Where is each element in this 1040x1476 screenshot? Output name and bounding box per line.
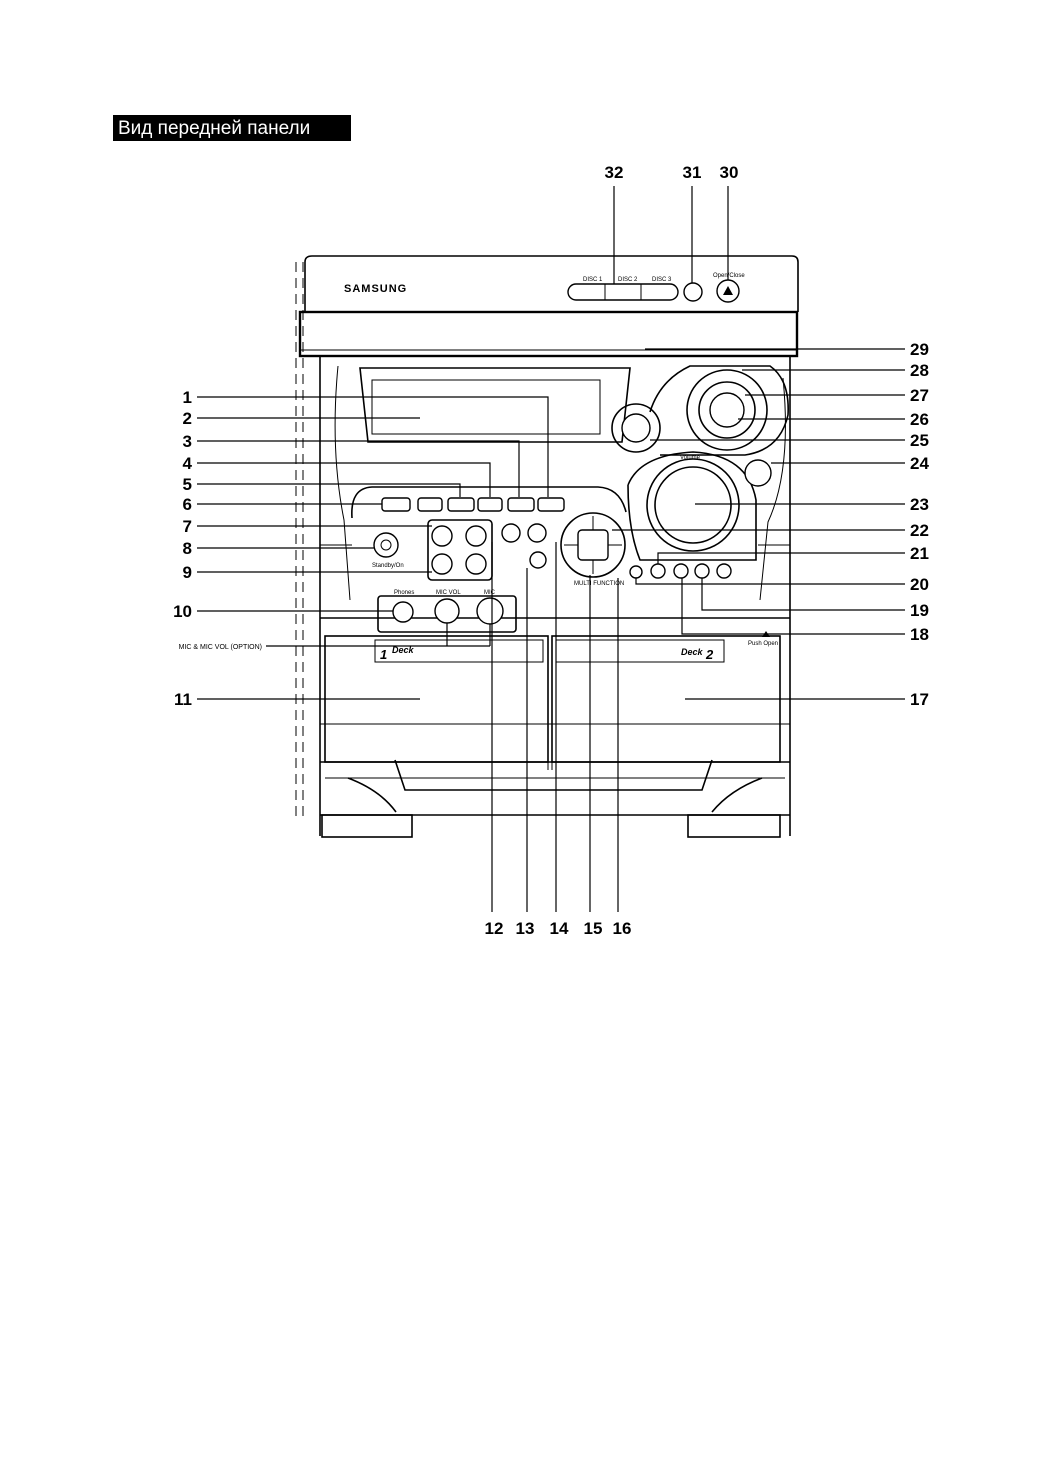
callout-28: 28 xyxy=(910,361,929,380)
disc-buttons xyxy=(567,283,679,301)
callout-18: 18 xyxy=(910,625,929,644)
deck-1-number: 1 xyxy=(380,647,387,662)
deck-1-label: Deck xyxy=(392,645,415,655)
callout-21: 21 xyxy=(910,544,929,563)
callout-27: 27 xyxy=(910,386,929,405)
callout-19: 19 xyxy=(910,601,929,620)
callout-1: 1 xyxy=(183,388,192,407)
button-12 xyxy=(501,523,521,543)
callout-31: 31 xyxy=(683,163,702,182)
deck-2-number: 2 xyxy=(705,647,714,662)
callout-13: 13 xyxy=(516,919,535,938)
multi-function-pad xyxy=(560,512,626,578)
deck-2-label: Deck xyxy=(681,647,704,657)
jog-knob-cluster xyxy=(649,365,789,456)
callout-12: 12 xyxy=(485,919,504,938)
volume-knob xyxy=(627,451,757,561)
phones-mic-panel xyxy=(377,595,517,633)
callout-5: 5 xyxy=(183,475,192,494)
function-buttons xyxy=(381,497,565,512)
push-open-label: Push Open xyxy=(748,641,778,647)
callout-11: 11 xyxy=(174,690,192,709)
callout-26: 26 xyxy=(910,410,929,429)
small-button-row xyxy=(629,563,732,579)
title-box xyxy=(113,115,351,141)
eject-icon xyxy=(723,286,733,295)
tape-control-cluster xyxy=(427,519,493,581)
option-label: MIC & MIC VOL (OPTION) xyxy=(179,644,262,651)
standby-label: Standby/On xyxy=(372,563,404,569)
callout-3: 3 xyxy=(183,432,192,451)
button-strip-outline xyxy=(351,486,627,519)
callout-16: 16 xyxy=(613,919,632,938)
callout-24: 24 xyxy=(910,454,929,473)
multi-function-label: MULTI FUNCTION xyxy=(574,581,624,587)
callout-8: 8 xyxy=(183,539,192,558)
mic-label: MIC xyxy=(484,590,496,596)
leader-lines xyxy=(197,186,905,912)
standby-button xyxy=(373,532,399,558)
power-icon xyxy=(380,539,392,551)
callout-29: 29 xyxy=(910,340,929,359)
open-close-label: Open/Close xyxy=(713,273,745,279)
callout-25: 25 xyxy=(910,431,929,450)
phones-label: Phones xyxy=(394,590,414,596)
button-13 xyxy=(529,551,547,569)
callout-23: 23 xyxy=(910,495,929,514)
callout-32: 32 xyxy=(605,163,624,182)
callout-22: 22 xyxy=(910,521,929,540)
callout-4: 4 xyxy=(183,454,193,473)
callout-7: 7 xyxy=(183,517,192,536)
callout-15: 15 xyxy=(584,919,603,938)
callout-6: 6 xyxy=(183,495,192,514)
callout-2: 2 xyxy=(183,409,192,428)
volume-label: Volume xyxy=(680,455,701,461)
brand-logo: SAMSUNG xyxy=(344,283,407,295)
button-24 xyxy=(744,459,772,487)
button-25 xyxy=(611,403,661,453)
page-title: Вид передней панели xyxy=(118,118,310,139)
callout-20: 20 xyxy=(910,575,929,594)
callout-30: 30 xyxy=(720,163,739,182)
callout-numbers: 32 31 30 1 2 3 4 5 6 7 8 9 10 MIC & MIC … xyxy=(173,163,929,938)
disc-change-button xyxy=(683,282,703,302)
callout-9: 9 xyxy=(183,563,192,582)
callout-10: 10 xyxy=(173,602,192,621)
mic-vol-label: MIC VOL xyxy=(436,590,461,596)
callout-14: 14 xyxy=(550,919,569,938)
disc3-label: DISC 3 xyxy=(652,277,672,283)
disc2-label: DISC 2 xyxy=(618,277,638,283)
disc1-label: DISC 1 xyxy=(583,277,603,283)
button-14 xyxy=(527,523,547,543)
display-window xyxy=(359,367,631,443)
callout-17: 17 xyxy=(910,690,929,709)
button-25-inner xyxy=(621,413,651,443)
